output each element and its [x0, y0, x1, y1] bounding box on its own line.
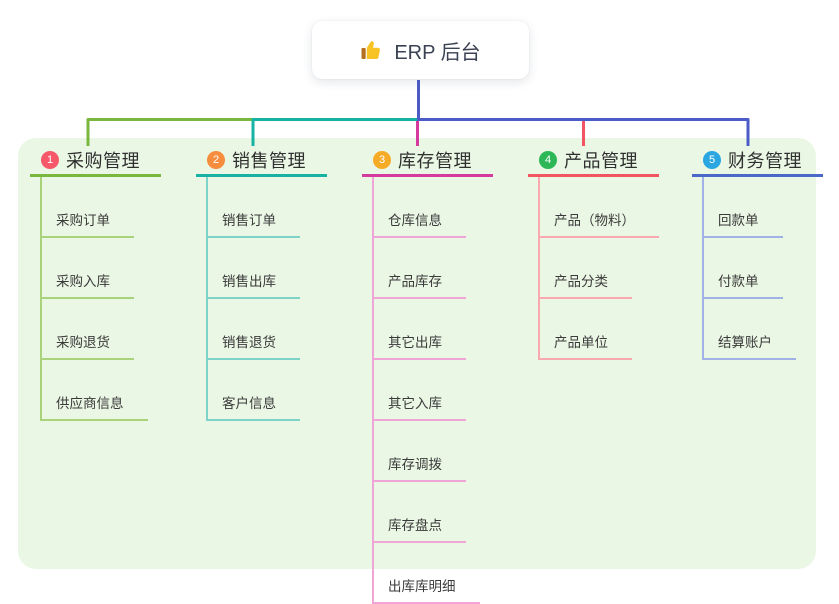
child-node[interactable]: 出库库明细	[372, 543, 480, 604]
root-label: ERP 后台	[394, 41, 481, 64]
branch-4: 4 产品管理 产品（物料）产品分类产品单位	[528, 146, 659, 360]
branch-children: 采购订单采购入库采购退货供应商信息	[40, 177, 161, 421]
child-node[interactable]: 其它入库	[372, 360, 466, 421]
child-node[interactable]: 库存盘点	[372, 482, 466, 543]
branch-1: 1 采购管理 采购订单采购入库采购退货供应商信息	[30, 146, 161, 421]
child-node[interactable]: 其它出库	[372, 299, 466, 360]
child-node[interactable]: 销售出库	[206, 238, 300, 299]
child-node[interactable]: 回款单	[702, 177, 783, 238]
child-node[interactable]: 产品（物料）	[538, 177, 659, 238]
mindmap-panel	[18, 138, 816, 569]
child-node[interactable]: 采购订单	[40, 177, 134, 238]
child-node[interactable]: 采购入库	[40, 238, 134, 299]
child-node[interactable]: 客户信息	[206, 360, 300, 421]
branch-label: 库存管理	[398, 151, 472, 171]
branch-label: 销售管理	[232, 151, 306, 171]
branch-children: 回款单付款单结算账户	[702, 177, 823, 360]
branch-number-badge: 5	[703, 151, 721, 169]
child-node[interactable]: 产品库存	[372, 238, 466, 299]
child-node[interactable]: 采购退货	[40, 299, 134, 360]
branch-2: 2 销售管理 销售订单销售出库销售退货客户信息	[196, 146, 327, 421]
root-node[interactable]: ERP 后台	[312, 21, 529, 79]
child-node[interactable]: 销售退货	[206, 299, 300, 360]
child-node[interactable]: 付款单	[702, 238, 783, 299]
branch-children: 销售订单销售出库销售退货客户信息	[206, 177, 327, 421]
branch-children: 仓库信息产品库存其它出库其它入库库存调拨库存盘点出库库明细	[372, 177, 493, 604]
branch-title[interactable]: 5 财务管理	[692, 146, 823, 177]
branch-5: 5 财务管理 回款单付款单结算账户	[692, 146, 823, 360]
child-node[interactable]: 产品单位	[538, 299, 632, 360]
child-node[interactable]: 供应商信息	[40, 360, 148, 421]
child-node[interactable]: 仓库信息	[372, 177, 466, 238]
branch-label: 财务管理	[728, 151, 802, 171]
child-node[interactable]: 结算账户	[702, 299, 796, 360]
branch-children: 产品（物料）产品分类产品单位	[538, 177, 659, 360]
branch-label: 采购管理	[66, 151, 140, 171]
thumbs-up-icon	[360, 38, 384, 62]
branch-title[interactable]: 3 库存管理	[362, 146, 493, 177]
branch-number-badge: 2	[207, 151, 225, 169]
branch-title[interactable]: 4 产品管理	[528, 146, 659, 177]
child-node[interactable]: 库存调拨	[372, 421, 466, 482]
child-node[interactable]: 销售订单	[206, 177, 300, 238]
branch-title[interactable]: 1 采购管理	[30, 146, 161, 177]
branch-label: 产品管理	[564, 151, 638, 171]
branch-3: 3 库存管理 仓库信息产品库存其它出库其它入库库存调拨库存盘点出库库明细	[362, 146, 493, 604]
branch-number-badge: 4	[539, 151, 557, 169]
child-node[interactable]: 产品分类	[538, 238, 632, 299]
branch-number-badge: 3	[373, 151, 391, 169]
branch-number-badge: 1	[41, 151, 59, 169]
branch-title[interactable]: 2 销售管理	[196, 146, 327, 177]
